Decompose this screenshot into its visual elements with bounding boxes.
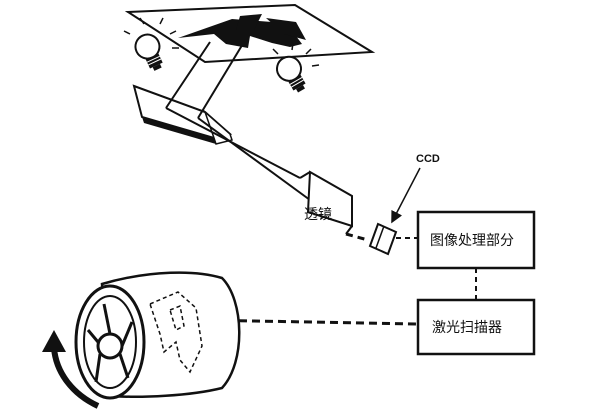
ccd-pointer — [391, 167, 421, 224]
curved-arrow-icon — [42, 330, 100, 409]
lens-label: 透镜 — [304, 207, 332, 223]
laser-beam — [199, 318, 419, 326]
laser-scanner-label: 激光扫描器 — [432, 319, 502, 336]
document-glyph — [178, 19, 302, 48]
lens-to-ccd-beam — [345, 232, 369, 242]
light-paths — [165, 41, 311, 201]
lens-housing — [299, 170, 353, 235]
photosensitive-drum — [74, 271, 241, 400]
image-processing-box: 图像处理部分 — [416, 210, 536, 270]
light-bulb-icon — [276, 55, 306, 93]
ccd-sensor — [368, 222, 398, 256]
light-bulb-icon — [134, 33, 163, 71]
laser-scanner-box: 激光扫描器 — [416, 298, 536, 356]
ccd-label: CCD — [416, 153, 440, 165]
document-sheet — [124, 3, 376, 64]
latent-image — [149, 291, 203, 374]
lamp-right — [272, 42, 320, 93]
lamp-left — [123, 17, 179, 71]
image-processing-label: 图像处理部分 — [430, 233, 514, 249]
